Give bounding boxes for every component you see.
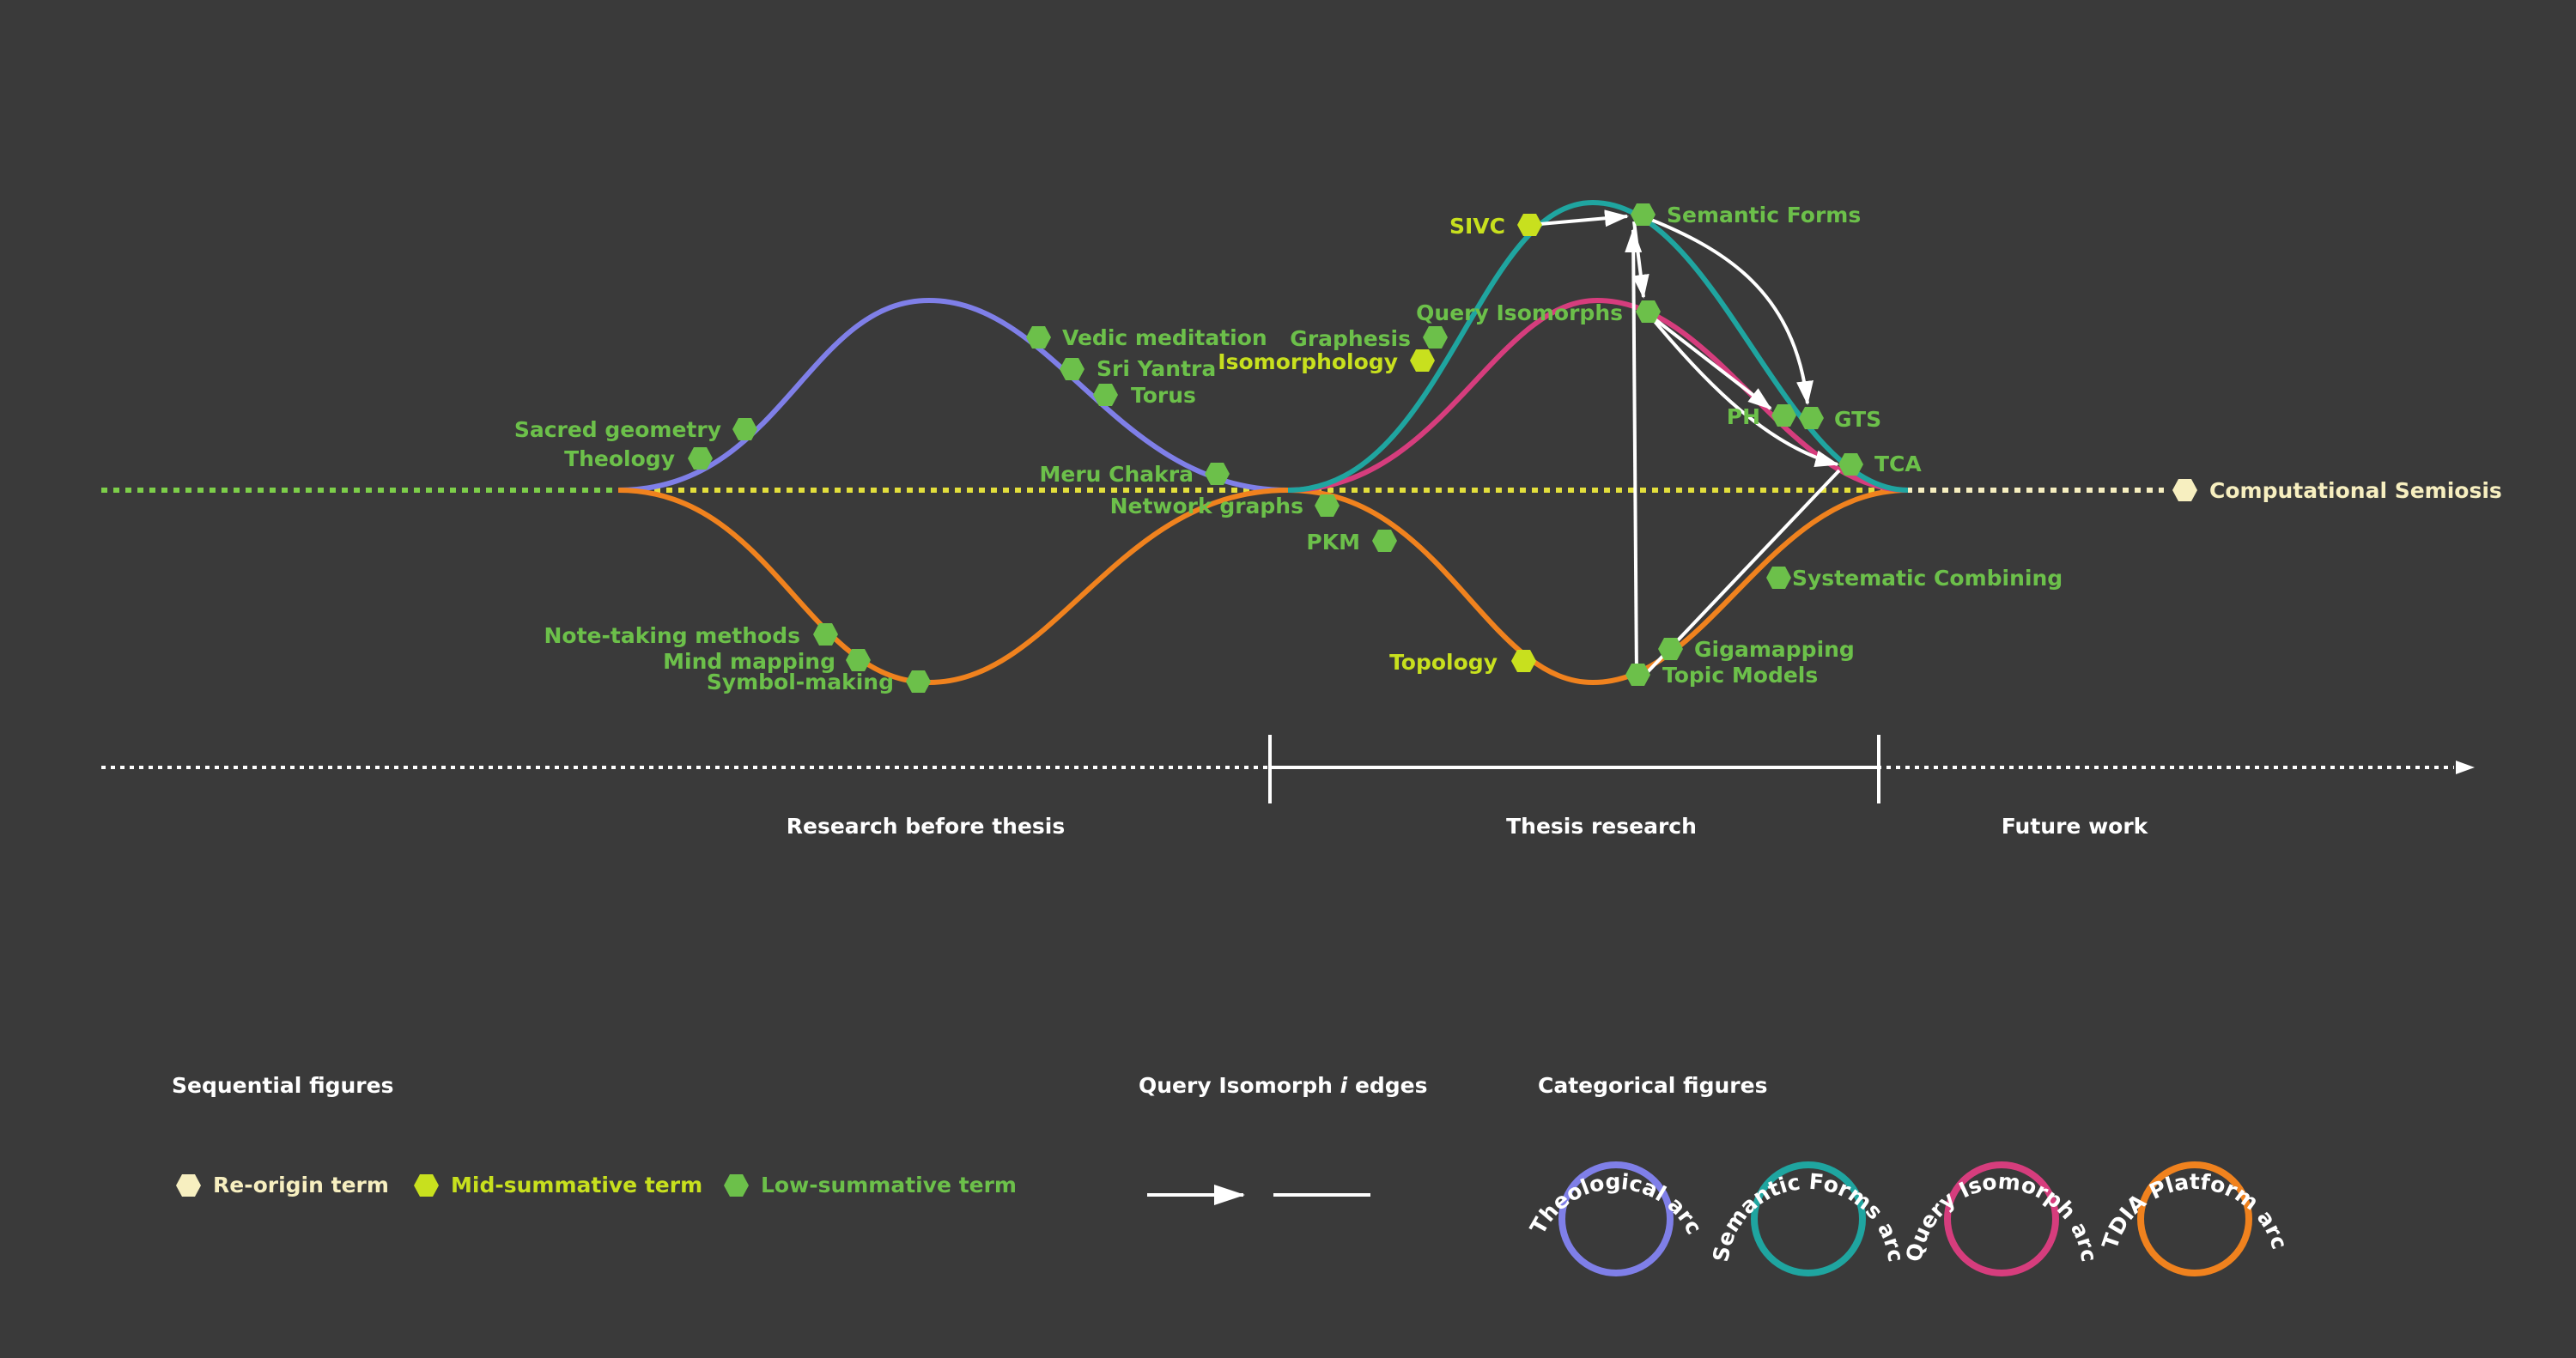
label-topic-models: Topic Models	[1662, 663, 1818, 688]
node-query-isomorphs	[1636, 300, 1661, 323]
node-tca	[1838, 453, 1863, 476]
label-vedic-meditation: Vedic meditation	[1062, 325, 1267, 350]
theological-curve	[617, 297, 1289, 493]
label-sivc: SIVC	[1449, 214, 1505, 239]
label-torus: Torus	[1131, 383, 1196, 408]
node-network-graphs	[1315, 494, 1340, 517]
node-meru-chakra	[1205, 463, 1230, 485]
node-torus	[1093, 384, 1118, 406]
label-query-isomorphs: Query Isomorphs	[1416, 300, 1623, 325]
label-computational-semiosis: Computational Semiosis	[2209, 478, 2502, 503]
label-gts: GTS	[1834, 407, 1881, 432]
node-labels: Sacred geometry Theology Vedic meditatio…	[514, 203, 2502, 694]
legend-tdia-platform-arc-label: TDIA Platform arc	[2097, 1169, 2292, 1252]
legend-re-origin-label: Re-origin term	[213, 1173, 389, 1197]
label-gigamapping: Gigamapping	[1694, 637, 1855, 662]
legend-sequential: Sequential figures Re-origin term Mid-su…	[172, 1073, 1017, 1197]
node-sri-yantra	[1060, 358, 1084, 380]
label-mind-mapping: Mind mapping	[663, 649, 835, 674]
node-theology	[688, 447, 713, 470]
node-sivc	[1517, 214, 1542, 236]
node-vedic-meditation	[1026, 326, 1051, 349]
node-gts	[1799, 407, 1824, 429]
label-pkm: PKM	[1306, 530, 1360, 555]
node-graphesis	[1423, 326, 1448, 349]
legend-mid-summative-label: Mid-summative term	[451, 1173, 702, 1197]
node-topic-models	[1625, 664, 1650, 686]
node-systematic-combining	[1766, 567, 1791, 589]
legend-categorical-title: Categorical figures	[1538, 1073, 1767, 1098]
node-topology	[1511, 650, 1536, 672]
timeline-thesis-research: Thesis research	[1506, 814, 1697, 839]
timeline-future-work: Future work	[2002, 814, 2149, 839]
legend-low-summative-label: Low-summative term	[761, 1173, 1017, 1197]
label-ph: PH	[1727, 404, 1760, 429]
legend-theological-arc-ring	[1558, 1161, 1674, 1276]
label-systematic-combining: Systematic Combining	[1792, 566, 2063, 591]
legend-semantic-forms-arc-ring	[1751, 1161, 1866, 1276]
node-computational-semiosis	[2172, 479, 2197, 501]
nodes	[688, 203, 2197, 693]
legend-re-origin-icon	[176, 1174, 201, 1197]
legend-sequential-title: Sequential figures	[172, 1073, 393, 1098]
label-sacred-geometry: Sacred geometry	[514, 417, 721, 442]
legend-semantic-forms-arc-label: Semantic Forms arc	[1708, 1169, 1908, 1264]
legend-tdia-platform-arc-ring	[2137, 1161, 2252, 1276]
label-graphesis: Graphesis	[1290, 326, 1411, 351]
legend-theological-arc-label: Theological arc	[1525, 1169, 1707, 1239]
label-tca: TCA	[1874, 452, 1922, 476]
node-symbol-making	[906, 670, 931, 693]
legend-low-summative-icon	[724, 1174, 749, 1197]
node-mind-mapping	[846, 649, 871, 671]
node-gigamapping	[1658, 638, 1683, 660]
node-note-taking	[813, 623, 838, 646]
label-theology: Theology	[564, 446, 675, 471]
legend-query-isomorph-arc-ring	[1944, 1161, 2059, 1276]
timeline-research-before-thesis: Research before thesis	[787, 814, 1066, 839]
query-isomorph-curve	[1287, 297, 1909, 493]
label-topology: Topology	[1389, 650, 1498, 675]
query-isomorph-edges	[1529, 209, 1841, 680]
legend-categorical: Categorical figures Theological arc Sema…	[1525, 1073, 2293, 1276]
label-network-graphs: Network graphs	[1110, 494, 1303, 518]
label-symbol-making: Symbol-making	[707, 670, 894, 694]
label-semantic-forms: Semantic Forms	[1667, 203, 1861, 227]
node-isomorphology	[1410, 349, 1435, 372]
legend-query-isomorph-arc-label: Query Isomorph arc	[1901, 1168, 2101, 1264]
legend-mid-summative-icon	[414, 1174, 439, 1197]
timeline: Research before thesis Thesis research F…	[101, 735, 2475, 839]
node-pkm	[1372, 530, 1397, 552]
node-semantic-forms	[1631, 203, 1656, 226]
label-sri-yantra: Sri Yantra	[1097, 356, 1216, 381]
legend-edges: Query Isomorph i edges	[1139, 1073, 1428, 1205]
label-isomorphology: Isomorphology	[1218, 349, 1398, 374]
label-meru-chakra: Meru Chakra	[1039, 462, 1194, 487]
node-ph	[1771, 404, 1796, 427]
tdia-platform-curve-b	[1287, 488, 1909, 686]
legend-edges-title: Query Isomorph i edges	[1139, 1073, 1428, 1098]
node-sacred-geometry	[732, 418, 757, 440]
label-note-taking: Note-taking methods	[544, 623, 801, 648]
